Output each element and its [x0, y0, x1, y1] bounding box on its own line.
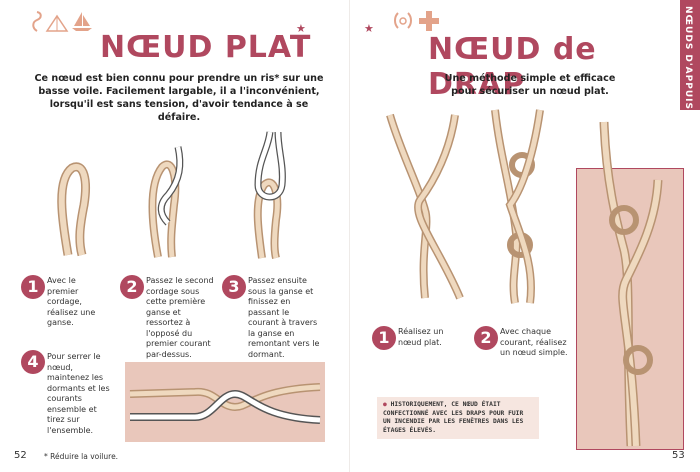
- page-title: NŒUD PLAT: [100, 30, 312, 65]
- page-number: 52: [14, 450, 27, 461]
- laurel-icon: [394, 12, 412, 29]
- step-number-3: 3: [222, 275, 246, 299]
- step-text-1: Avec le premier cordage, réalisez une ga…: [47, 276, 96, 327]
- intro-paragraph: Ce nœud est bien connu pour prendre un r…: [34, 73, 324, 123]
- intro-paragraph: Une méthode simple et efficace pour sécu…: [444, 73, 616, 97]
- sailboat-icon: [72, 12, 92, 31]
- side-tab: NŒUDS D'APPUIS: [680, 0, 700, 110]
- step-text-4: Pour serrer le nœud, maintenez les dorma…: [47, 352, 110, 435]
- history-callout: ● HISTORIQUEMENT, CE NŒUD ÉTAIT CONFECTI…: [377, 397, 539, 440]
- step-number-2: 2: [120, 275, 144, 299]
- rope-icon: [32, 11, 42, 32]
- callout-text: HISTORIQUEMENT, CE NŒUD ÉTAIT CONFECTION…: [383, 401, 524, 434]
- star-ornament: ★: [296, 22, 306, 35]
- plus-icon: [419, 11, 439, 31]
- side-tab-label: NŒUDS D'APPUIS: [683, 6, 693, 110]
- step-number-4: 4: [21, 350, 45, 374]
- knot-step2-illustration: [148, 146, 184, 258]
- drap-step2-illustration: [491, 109, 544, 304]
- step-number-1: 1: [372, 326, 396, 350]
- page-title: NŒUD de DRAP: [428, 32, 597, 102]
- bulb-icon: ●: [383, 401, 391, 408]
- knot-step1-illustration: [57, 162, 90, 257]
- left-page: ★ NŒUD PLAT Ce nœud est bien connu pour …: [14, 11, 325, 461]
- step-text-1: Réalisez un nœud plat.: [398, 327, 444, 347]
- step-number-1: 1: [21, 275, 45, 299]
- footnote: * Réduire la voilure.: [44, 452, 119, 461]
- step-text-2: Avec chaque courant, réalisez un nœud si…: [500, 327, 568, 357]
- tent-icon: [45, 14, 69, 32]
- finished-drap-illustration: [599, 121, 663, 447]
- page-number: 53: [672, 450, 685, 461]
- knot-step3-illustration: [253, 131, 286, 259]
- step-text-2: Passez le second cordage sous cette prem…: [146, 276, 214, 359]
- step-number-2: 2: [474, 326, 498, 350]
- star-ornament: ★: [364, 22, 374, 35]
- drap-step1-illustration: [386, 113, 464, 300]
- step-text-3: Passez ensuite sous la ganse et finissez…: [248, 276, 320, 359]
- right-page: ★ NŒUD de DRAP Une méthode simple et eff…: [350, 0, 700, 472]
- finished-knot-illustration: [129, 383, 321, 424]
